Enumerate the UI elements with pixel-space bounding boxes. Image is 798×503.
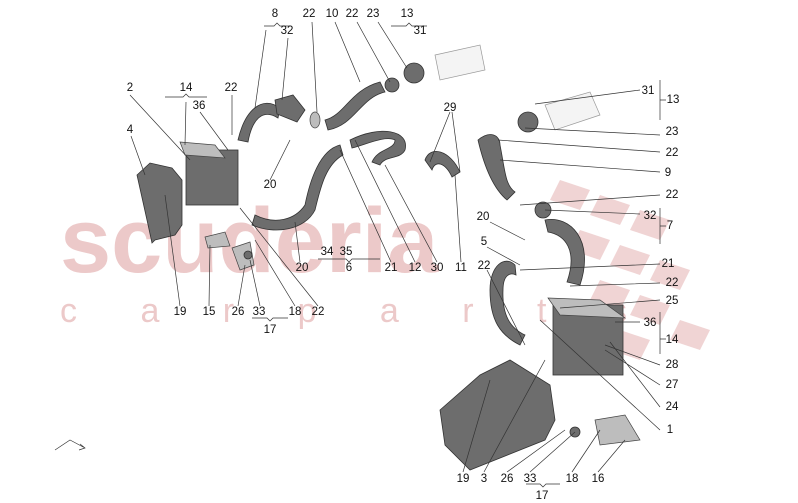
callout-label-12: 12 [409,262,422,274]
callout-label-20: 20 [477,211,490,223]
orientation-arrow [54,439,86,451]
callout-label-17: 17 [264,324,277,336]
hose-7 [544,218,585,286]
intercooler-bracket-left [179,141,226,159]
callout-label-22: 22 [666,189,679,201]
callout-label-16: 16 [592,473,605,485]
callout-label-6: 6 [346,262,352,274]
callout-label-22: 22 [303,8,316,20]
callout-label-20: 20 [296,262,309,274]
hose-8 [237,102,281,143]
watermark-subtitle: c a r p a r t s [60,292,654,330]
callout-label-20: 20 [264,179,277,191]
callout-label-21: 21 [662,258,675,270]
callout-label-10: 10 [326,8,339,20]
callout-label-3: 3 [481,473,487,485]
callout-label-24: 24 [666,401,679,413]
callout-label-22: 22 [666,147,679,159]
callout-label-18: 18 [289,306,302,318]
callout-label-34: 34 [321,246,334,258]
callout-label-33: 33 [524,473,537,485]
throttle-body-13-left [403,62,425,84]
callout-label-13: 13 [401,8,414,20]
watermark-brand: scuderia [60,190,439,292]
callout-label-22: 22 [666,277,679,289]
callout-label-32: 32 [281,25,294,37]
hose-29-left [349,130,406,166]
callout-label-1: 1 [667,424,673,436]
hose-10 [324,81,386,131]
callout-label-13: 13 [667,94,680,106]
callout-label-30: 30 [431,262,444,274]
leader-lines [54,21,666,488]
callout-label-15: 15 [203,306,216,318]
callout-label-17: 17 [536,490,549,502]
callout-label-23: 23 [666,126,679,138]
hose-9 [477,134,516,201]
throttle-body-13-right [517,111,539,133]
air-duct-cover-right [439,359,556,471]
callout-label-22: 22 [225,82,238,94]
callout-label-28: 28 [666,359,679,371]
mount-33-left [243,250,253,260]
callout-label-31: 31 [414,25,427,37]
callout-label-4: 4 [127,124,134,136]
callout-label-19: 19 [457,473,470,485]
left-intercooler-assembly [136,44,486,271]
callout-label-35: 35 [340,246,353,258]
callout-label-27: 27 [666,379,679,391]
bracket-17-left [231,241,255,271]
callout-label-7: 7 [667,220,673,232]
callout-label-31: 31 [642,85,655,97]
callout-label-19: 19 [174,306,187,318]
throttle-32-left [274,94,306,123]
bracket-16 [594,414,641,446]
clamp-22-left [309,111,321,129]
intercooler-bracket-right [547,297,627,319]
intake-manifold-right [544,91,601,131]
clamp-22-top [384,77,400,93]
air-duct-cover-left [136,162,183,244]
callout-label-29: 29 [444,102,457,114]
callout-label-26: 26 [501,473,514,485]
callout-label-33: 33 [253,306,266,318]
callout-label-23: 23 [367,8,380,20]
callout-label-11: 11 [455,262,467,274]
hose-29-right [424,151,461,178]
callout-label-14: 14 [180,82,193,94]
callout-label-21: 21 [385,262,398,274]
callout-label-25: 25 [666,295,679,307]
callout-label-18: 18 [566,473,579,485]
bracket-15 [204,231,231,249]
callout-label-36: 36 [193,100,206,112]
callout-label-8: 8 [272,8,278,20]
intake-manifold-left [434,44,486,81]
callout-label-14: 14 [666,334,679,346]
callout-label-32: 32 [644,210,657,222]
callout-label-22: 22 [312,306,325,318]
callout-label-22: 22 [346,8,359,20]
callout-label-22: 22 [478,260,491,272]
right-intercooler-assembly [439,91,641,471]
callout-label-36: 36 [644,317,657,329]
callout-label-5: 5 [481,236,487,248]
intercooler-left [185,149,239,206]
callout-label-26: 26 [232,306,245,318]
callout-label-2: 2 [127,82,133,94]
callout-label-9: 9 [665,167,671,179]
